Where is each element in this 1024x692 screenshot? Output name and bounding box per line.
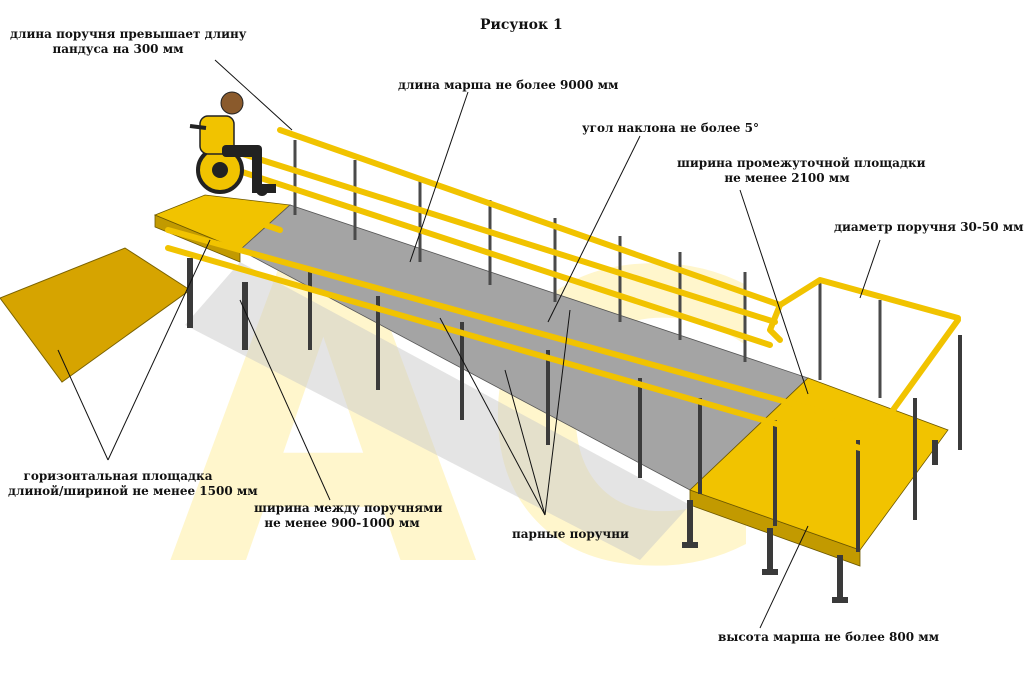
label-horizontal-platform-line2: длиной/шириной не менее 1500 мм — [8, 484, 258, 498]
wheelchair-user-icon — [189, 91, 276, 196]
label-horizontal-platform-line1: горизонтальная площадка — [23, 469, 213, 483]
label-handrail-extension-line1: длина поручня превышает длину — [10, 27, 247, 41]
leg-feet — [682, 542, 848, 603]
label-intermediate-width-line1: ширина промежуточной площадки — [677, 156, 926, 170]
label-intermediate-width-line2: не менее 2100 мм — [724, 171, 850, 185]
label-horizontal-platform: горизонтальная площадка длиной/шириной н… — [8, 469, 258, 499]
label-handrail-extension: длина поручня превышает длину пандуса на… — [10, 27, 247, 57]
label-between-handrails-line1: ширина между поручнями — [254, 501, 443, 515]
label-between-handrails: ширина между поручнями не менее 900-1000… — [254, 501, 443, 531]
label-flight-height: высота марша не более 800 мм — [718, 630, 940, 644]
label-slope-angle: угол наклона не более 5° — [582, 121, 759, 135]
balusters-near — [308, 272, 962, 552]
far-handrails — [227, 127, 961, 348]
label-between-handrails-line2: не менее 900-1000 мм — [264, 516, 420, 530]
near-handrails — [165, 207, 961, 451]
label-handrail-extension-line2: пандуса на 300 мм — [52, 42, 184, 56]
figure-title: Рисунок 1 — [480, 17, 563, 33]
label-intermediate-width: ширина промежуточной площадки не менее 2… — [677, 156, 926, 186]
leader-lines — [57, 59, 881, 629]
label-paired-handrails: парные поручни — [512, 527, 629, 541]
label-handrail-diameter: диаметр поручня 30-50 мм — [834, 220, 1024, 234]
ground-platform — [0, 247, 191, 383]
support-legs — [187, 258, 938, 600]
label-flight-length: длина марша не более 9000 мм — [398, 78, 619, 92]
